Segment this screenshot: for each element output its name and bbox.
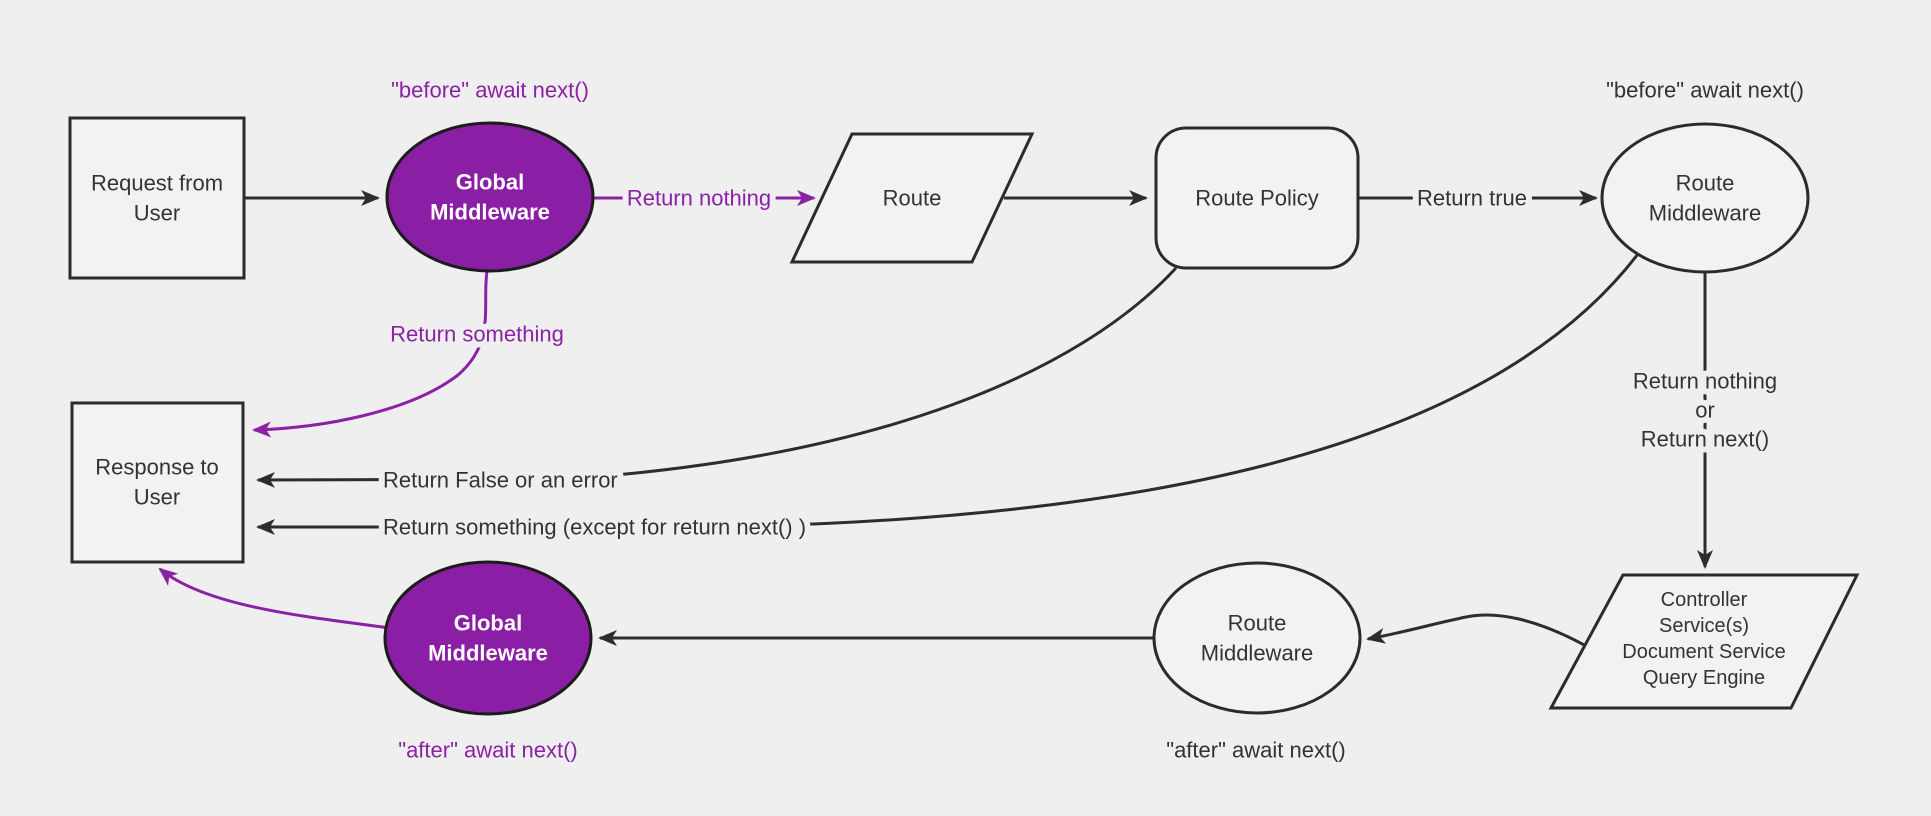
svg-text:Controller: Controller xyxy=(1661,589,1748,611)
node-route-middleware-bottom: Route Middleware xyxy=(1152,561,1362,715)
svg-text:Middleware: Middleware xyxy=(428,641,548,666)
svg-text:Request from: Request from xyxy=(91,171,223,196)
node-controller-services: Controller Service(s) Document Service Q… xyxy=(1548,573,1860,710)
edge-global-middleware-top-to-response xyxy=(252,270,489,438)
svg-text:Document Service: Document Service xyxy=(1622,641,1785,663)
edge-global-middleware-bottom-to-response xyxy=(158,567,391,630)
svg-text:Middleware: Middleware xyxy=(1649,201,1762,226)
edge-route-policy-to-response xyxy=(256,266,1178,488)
label-return-nothing: Return nothing xyxy=(627,186,771,211)
svg-text:or: or xyxy=(1695,398,1715,423)
svg-text:Route: Route xyxy=(1676,171,1735,196)
svg-text:Global: Global xyxy=(456,170,524,195)
node-route-policy: Route Policy xyxy=(1154,126,1360,270)
svg-text:Response to: Response to xyxy=(95,455,219,480)
svg-text:Middleware: Middleware xyxy=(430,200,550,225)
svg-text:Route Policy: Route Policy xyxy=(1195,186,1319,211)
label-return-nothing-or-next: Return nothing or Return next() xyxy=(1627,363,1783,458)
node-route-middleware-top: Route Middleware xyxy=(1600,122,1810,274)
svg-text:Service(s): Service(s) xyxy=(1659,615,1749,637)
label-return-something: Return something xyxy=(390,322,564,347)
label-before-await-next-right: "before" await next() xyxy=(1606,78,1804,103)
svg-text:User: User xyxy=(134,201,180,226)
svg-text:User: User xyxy=(134,485,180,510)
svg-text:Return nothing: Return nothing xyxy=(1633,369,1777,394)
svg-text:Global: Global xyxy=(454,611,522,636)
label-return-something-except: Return something (except for return next… xyxy=(383,515,806,540)
node-global-middleware-bottom: Global Middleware xyxy=(383,560,593,716)
label-before-await-next-top: "before" await next() xyxy=(391,78,589,103)
svg-text:Route: Route xyxy=(883,186,942,211)
svg-text:Query Engine: Query Engine xyxy=(1643,667,1765,689)
label-return-false-or-error: Return False or an error xyxy=(383,468,618,493)
node-global-middleware-top: Global Middleware xyxy=(385,121,595,273)
edge-controller-to-route-middleware-bottom xyxy=(1366,613,1587,648)
node-request-from-user: Request from User xyxy=(68,116,246,280)
edge-route-middleware-to-response xyxy=(256,253,1640,535)
svg-text:Return next(): Return next() xyxy=(1641,427,1769,452)
node-route: Route xyxy=(789,132,1035,264)
node-response-to-user: Response to User xyxy=(70,401,245,564)
svg-text:Route: Route xyxy=(1228,611,1287,636)
label-after-await-next-right: "after" await next() xyxy=(1166,738,1345,763)
svg-text:Middleware: Middleware xyxy=(1201,641,1314,666)
label-after-await-next-left: "after" await next() xyxy=(398,738,577,763)
label-return-true: Return true xyxy=(1417,186,1527,211)
